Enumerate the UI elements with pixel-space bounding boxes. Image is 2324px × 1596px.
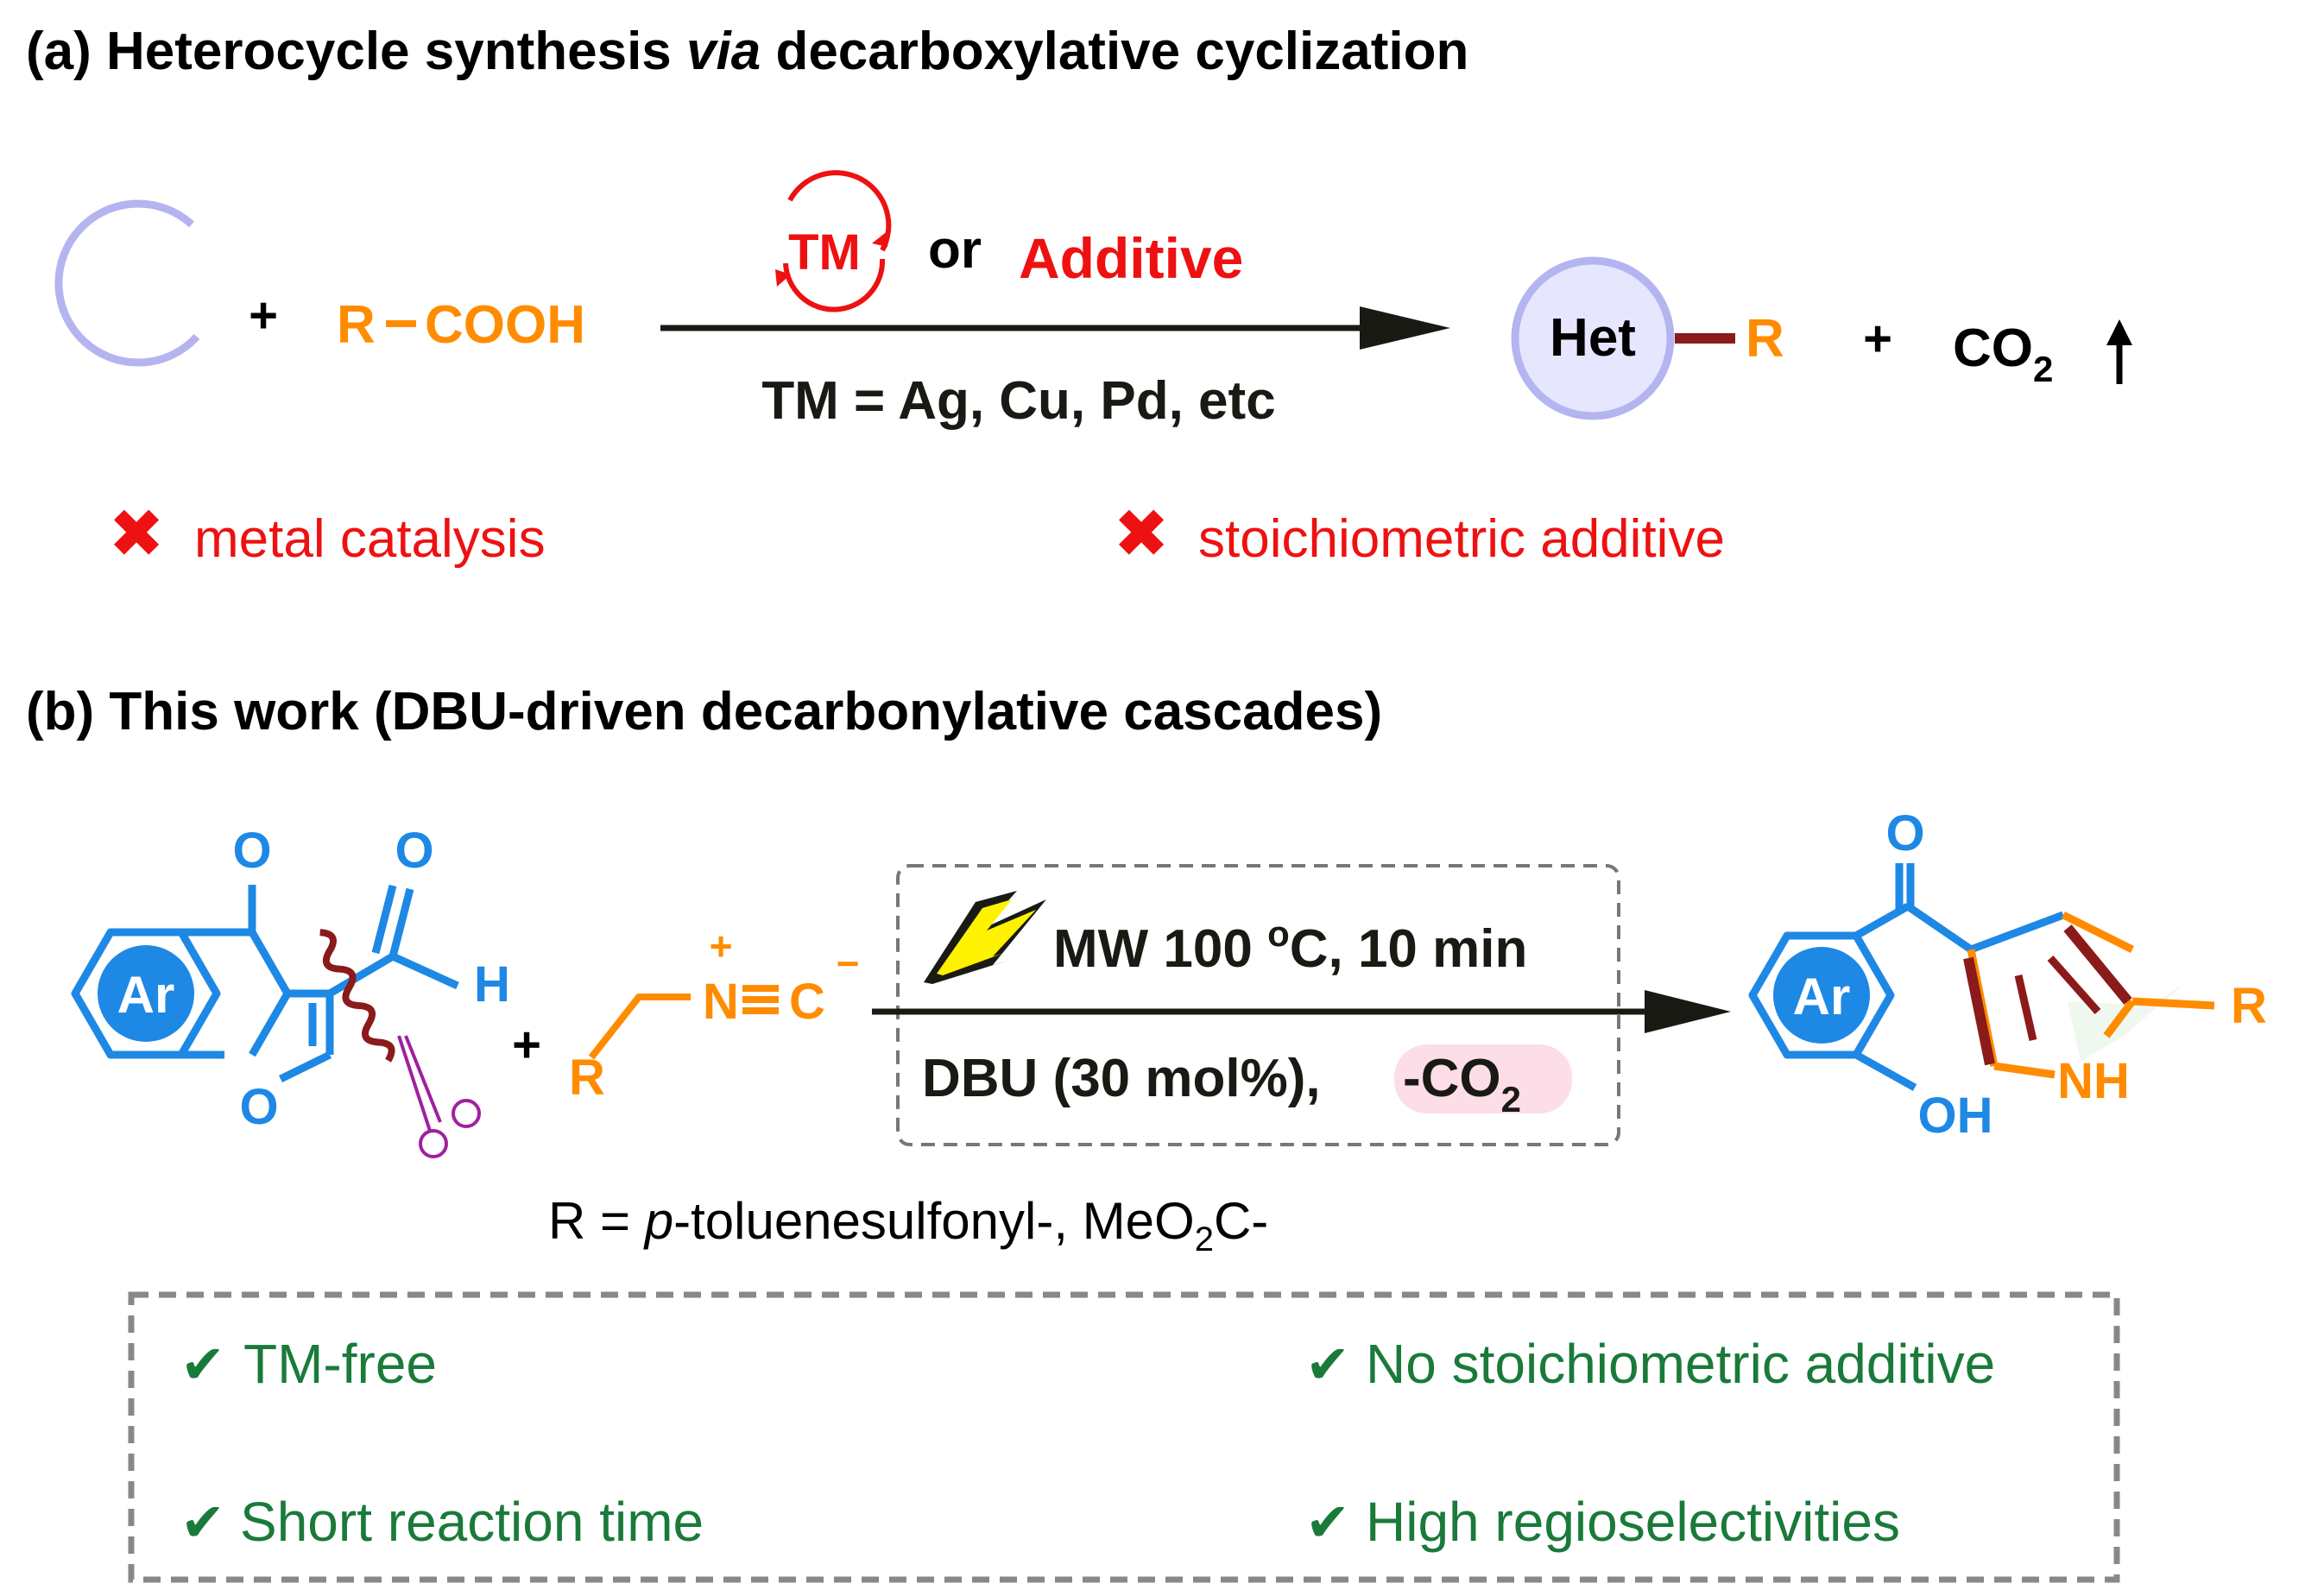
- chromone-ring-o: O: [239, 1079, 278, 1135]
- chromone-structure: [71, 884, 459, 1083]
- section-b-heading: (b) This work (DBU-driven decarbonylativ…: [26, 682, 1382, 741]
- plus-sign-b: +: [512, 1017, 541, 1073]
- bond-cleavage-wavy-line: [319, 929, 395, 1063]
- microwave-lightning-icon: [924, 891, 1046, 984]
- or-label: or: [928, 220, 982, 280]
- isocyanide-structure: [588, 985, 779, 1060]
- advantage-regioselectivity: High regioselectivities: [1366, 1491, 1900, 1553]
- check-icon-1: ✔: [180, 1335, 225, 1395]
- drawback-metal-catalysis: metal catalysis: [194, 509, 546, 569]
- conditions-box: [896, 864, 1620, 1146]
- catalyst-tm-label: TM: [788, 224, 861, 281]
- product-ar-label: Ar: [1793, 968, 1851, 1025]
- chromone-ar-disc: [98, 945, 194, 1042]
- product-ketone-o: O: [1885, 805, 1924, 861]
- advantage-no-additive: No stoichiometric additive: [1366, 1333, 1995, 1395]
- product-ar-disc: [1773, 947, 1870, 1044]
- cross-icon-2: ✖: [1113, 495, 1169, 571]
- check-icon-3: ✔: [180, 1493, 225, 1553]
- reaction-arrowhead-a: [1360, 306, 1450, 350]
- product-r: R: [2231, 978, 2267, 1034]
- chromone-aldehyde-h: H: [474, 956, 510, 1012]
- tm-definition: TM = Ag, Cu, Pd, etc: [761, 371, 1275, 431]
- het-label: Het: [1550, 308, 1636, 368]
- condition-dbu: DBU (30 mol%),: [922, 1049, 1321, 1108]
- co2-label: CO2: [1953, 319, 2053, 389]
- reaction-arrowhead-b: [1645, 990, 1731, 1033]
- isocyanide-n: N: [703, 974, 739, 1030]
- advantage-short-time: Short reaction time: [240, 1491, 704, 1553]
- isocyanide-plus-charge: +: [710, 924, 733, 968]
- product-r-label: R: [1746, 309, 1784, 369]
- drawback-stoichiometric-additive: stoichiometric additive: [1198, 509, 1725, 569]
- check-icon-4: ✔: [1305, 1493, 1350, 1553]
- product-oh: OH: [1918, 1088, 1993, 1144]
- acid-cooh-label: COOH: [425, 295, 585, 355]
- catalytic-cycle-icon: [775, 170, 892, 312]
- open-ring-icon: [54, 199, 200, 367]
- chromone-ar-label: Ar: [117, 966, 175, 1024]
- acid-r-label: R: [337, 295, 376, 355]
- product-nh: NH: [2057, 1053, 2130, 1109]
- het-circle: [1511, 256, 1675, 420]
- product-structure-blue: [1748, 863, 1974, 1091]
- isocyanide-c: C: [789, 974, 825, 1030]
- advantages-box: [128, 1291, 2120, 1583]
- co2-loss-label: -CO2: [1403, 1049, 1521, 1120]
- cross-icon-1: ✖: [108, 495, 164, 571]
- isocyanide-r: R: [569, 1050, 605, 1106]
- co2-loss-highlight: [1394, 1044, 1572, 1113]
- additive-label: Additive: [1019, 226, 1243, 290]
- check-icon-2: ✔: [1305, 1335, 1350, 1395]
- chromone-ketone-o: O: [232, 823, 271, 879]
- advantage-tm-free: TM-free: [243, 1333, 437, 1395]
- scissors-icon: [397, 1035, 481, 1158]
- condition-microwave: MW 100 oC, 10 min: [1053, 913, 1527, 979]
- section-a-heading: (a) Heterocycle synthesis via decarboxyl…: [26, 22, 1468, 81]
- pyrrole-ring: [1963, 911, 2215, 1079]
- r-definition: R = p-toluenesulfonyl-, MeO2C-: [548, 1192, 1268, 1259]
- plus-sign-a2: +: [1863, 311, 1892, 367]
- plus-sign-a1: +: [249, 287, 278, 344]
- isocyanide-minus-charge: −: [837, 941, 860, 986]
- gas-arrow-icon: [2106, 319, 2132, 345]
- chromone-aldehyde-o: O: [395, 823, 433, 879]
